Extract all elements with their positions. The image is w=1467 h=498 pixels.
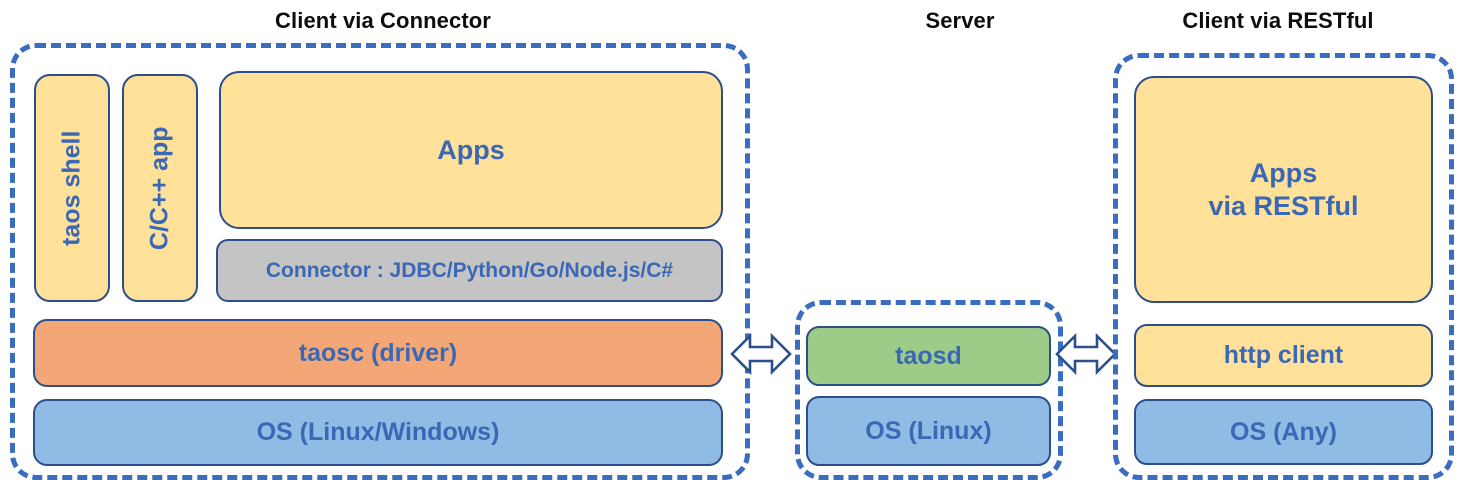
container-client-via-restful [1113, 53, 1454, 480]
section-title-client-connector: Client via Connector [275, 8, 491, 33]
double-arrow-icon [730, 325, 792, 383]
node-connector-label: Connector : JDBC/Python/Go/Node.js/C# [265, 258, 674, 282]
node-taosc-driver-label: taosc (driver) [298, 338, 458, 367]
node-c-cpp-app-label: C/C++ app [145, 126, 174, 250]
node-apps-via-restful[interactable]: Apps via RESTful [1134, 76, 1433, 303]
container-client-via-connector [10, 43, 750, 480]
node-apps-label: Apps [437, 134, 505, 165]
node-taos-shell[interactable]: taos shell [34, 74, 110, 302]
section-title-server: Server [925, 8, 995, 33]
container-server [795, 300, 1063, 480]
double-arrow-icon [1055, 325, 1117, 383]
node-os-linux-windows[interactable]: OS (Linux/Windows) [33, 399, 723, 466]
node-os-linux-windows-label: OS (Linux/Windows) [256, 418, 500, 447]
node-apps-via-restful-label-line1: Apps [1249, 157, 1318, 188]
node-http-client-label: http client [1223, 341, 1344, 370]
node-http-client[interactable]: http client [1134, 324, 1433, 387]
node-os-any-label: OS (Any) [1230, 417, 1337, 446]
node-os-linux-label: OS (Linux) [865, 416, 992, 445]
node-taosc-driver[interactable]: taosc (driver) [33, 319, 723, 387]
node-taosd-label: taosd [895, 341, 962, 370]
section-title-client-restful: Client via RESTful [1182, 8, 1374, 33]
node-taos-shell-label: taos shell [57, 130, 86, 246]
node-c-cpp-app[interactable]: C/C++ app [122, 74, 198, 302]
node-apps[interactable]: Apps [219, 71, 723, 229]
node-apps-via-restful-label-line2: via RESTful [1208, 190, 1359, 221]
node-os-any[interactable]: OS (Any) [1134, 399, 1433, 465]
node-connector[interactable]: Connector : JDBC/Python/Go/Node.js/C# [216, 239, 723, 302]
node-os-linux[interactable]: OS (Linux) [806, 396, 1051, 466]
node-taosd[interactable]: taosd [806, 326, 1051, 386]
